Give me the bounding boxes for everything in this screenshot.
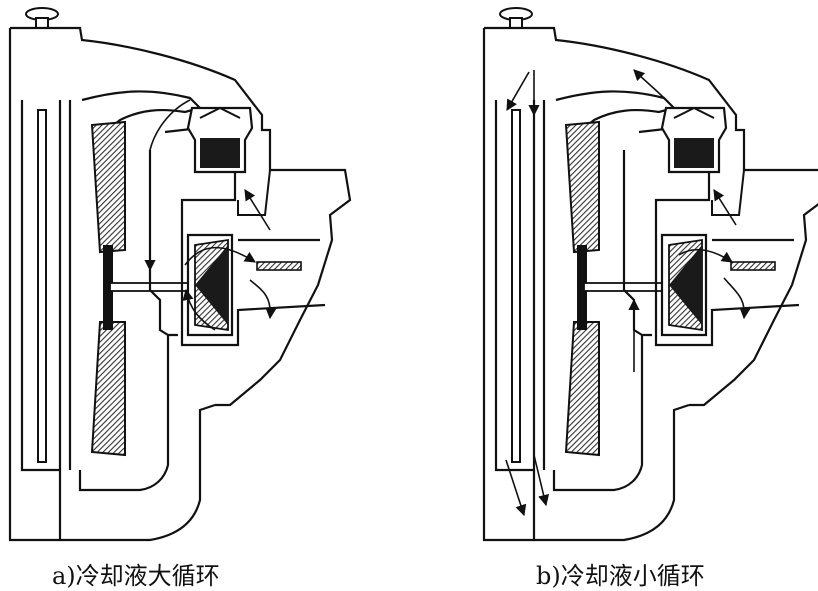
panel-a-flow-arrows	[144, 99, 277, 331]
panel-a-diagram	[8, 6, 352, 542]
panel-b-diagram	[482, 6, 818, 542]
caption-large-circulation: a)冷却液大循环	[52, 562, 220, 590]
caption-small-circulation: b)冷却液小循环	[536, 562, 705, 590]
panel-b-flow-arrows	[505, 69, 751, 517]
